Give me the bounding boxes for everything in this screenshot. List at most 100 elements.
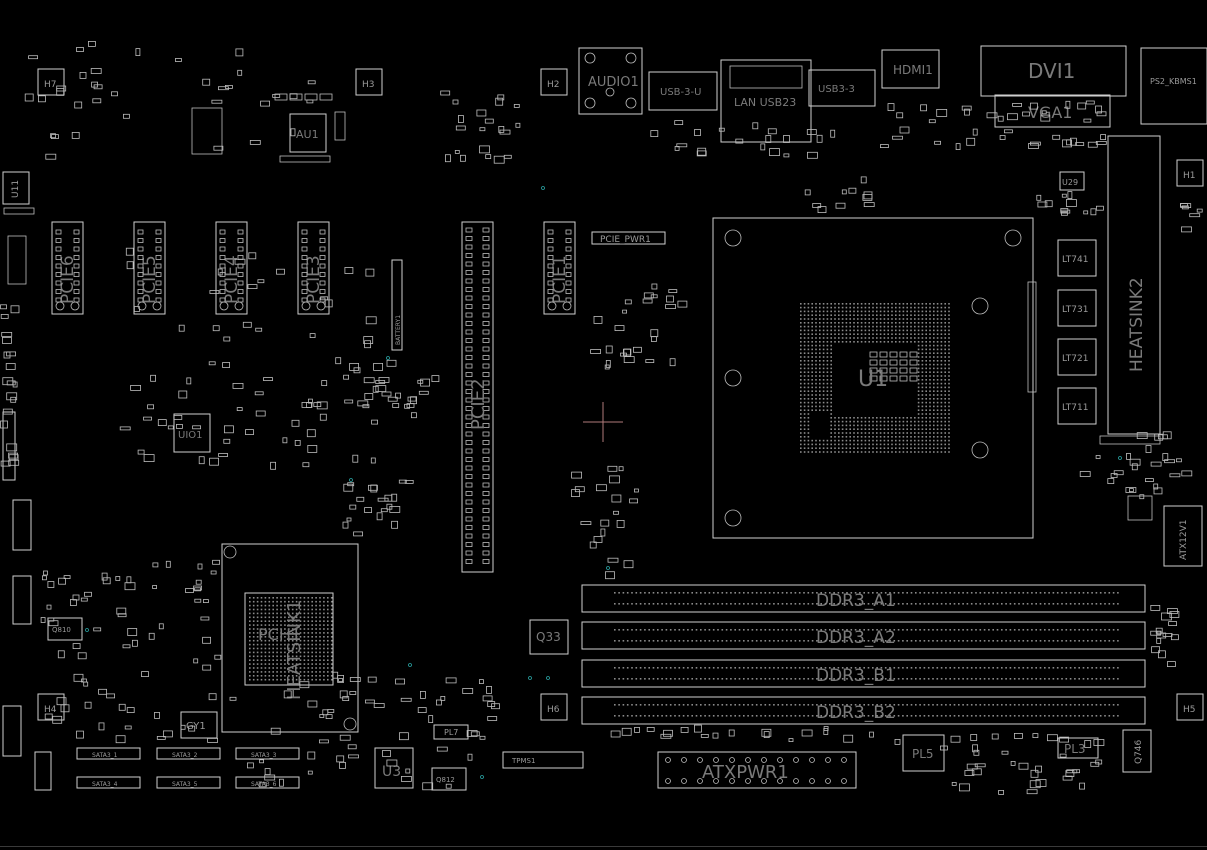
sata-2[interactable] [156,747,221,760]
cpu-pin [860,432,863,434]
pcie6-slot[interactable] [51,221,84,315]
ddr-pin [1001,715,1003,717]
usb-connector-2[interactable] [808,69,876,107]
sata-1[interactable] [76,747,141,760]
inductor-lt711[interactable] [1057,387,1097,425]
hole-h5[interactable] [1176,693,1204,721]
inductor-lt741[interactable] [1057,239,1097,277]
cpu-socket-outline[interactable] [712,217,1034,539]
chip-u11[interactable] [2,171,30,205]
header-left-2[interactable] [12,575,32,625]
chip-u29[interactable] [1059,171,1085,191]
ddr-pin [846,640,848,642]
ps2-connector[interactable] [1140,47,1207,125]
cpu-pin [819,337,821,339]
slot-pin [301,229,308,235]
smd-part [346,517,352,522]
pl7-outline[interactable] [433,724,469,740]
chip-au1[interactable] [289,113,327,153]
header-left-3[interactable] [2,705,22,757]
audio-jack-outline[interactable] [578,47,643,115]
smd-part [680,727,689,733]
cpu-pin [940,401,943,404]
ddr-pin [631,629,633,631]
chip-uio1[interactable] [173,413,211,453]
smd-part [1167,661,1176,667]
cpu-pin [921,424,924,427]
ddr-pin [635,715,638,717]
smd-part [669,358,676,367]
smd-part [327,709,335,713]
pcie2-pin [465,457,473,462]
sata-6[interactable] [235,776,300,789]
sata-5[interactable] [156,776,221,789]
ddr-pin [1013,667,1016,669]
ddr-pin [833,704,835,706]
ddr-pin [837,629,840,631]
q746-outline[interactable] [1122,729,1152,773]
pch-chip[interactable] [244,592,334,686]
ddr3-a2-slot[interactable] [581,621,1146,650]
dvi-connector[interactable] [980,45,1127,97]
pcie5-slot[interactable] [133,221,166,315]
pcie2-pin [465,236,473,241]
pcie3-slot[interactable] [297,221,330,315]
ddr-pin [988,678,990,680]
pl3-outline[interactable] [1057,737,1099,759]
ddr-pin [854,629,857,631]
vga-connector[interactable] [994,94,1111,128]
usb-connector-1[interactable] [648,71,718,111]
pcie2-slot[interactable] [461,221,494,573]
pch-ball [252,659,255,661]
hole-h3[interactable] [355,68,383,96]
ddr-pin [669,592,672,594]
hole-h7-top[interactable] [37,68,65,96]
smd-part [83,681,89,687]
heatsink2-outline[interactable] [1107,135,1161,435]
slot-pin [301,238,308,243]
hole-h1[interactable] [1176,159,1204,187]
ddr-pin [717,667,719,669]
pl5-outline[interactable] [902,734,945,772]
pch-ball [280,636,282,638]
pch-ball [315,667,317,669]
header-left-4[interactable] [34,751,52,791]
slot-pin [73,229,80,235]
pcie4-slot[interactable] [215,221,248,315]
inductor-lt721[interactable] [1057,338,1097,376]
sata-4[interactable] [76,776,141,789]
header-left-5[interactable] [2,411,16,481]
battery-holder[interactable] [391,259,403,351]
chip-u3[interactable] [374,747,414,789]
pch-ball [260,628,263,630]
tpm-header[interactable] [502,751,584,769]
sata-3[interactable] [235,747,300,760]
q33-outline[interactable] [529,619,569,655]
cpu-pin [925,314,927,316]
ddr-pin [1056,640,1059,642]
q810-outline[interactable] [47,617,83,641]
usb-2-label: USB3-3 [818,84,855,95]
ddr3-b1-slot[interactable] [581,659,1146,688]
cpu-pin [807,356,810,358]
header-left-1[interactable] [12,499,32,551]
ddr-pin [755,667,758,669]
hdmi-connector[interactable] [881,49,940,89]
inductor-lt731[interactable] [1057,289,1097,327]
atx12v-connector[interactable] [1163,505,1203,567]
heatsink1-outline[interactable] [221,543,359,733]
ddr3-b2-slot[interactable] [581,696,1146,725]
cpu-pin [925,329,927,332]
ddr3-a1-slot[interactable] [581,584,1146,613]
pcie-power-connector[interactable] [591,231,666,245]
svg-text:H6: H6 [547,705,560,715]
pch-ball [288,624,290,626]
ddr-pin [1013,704,1016,706]
q812-outline[interactable] [431,767,467,791]
hole-h6[interactable] [540,693,568,721]
pcie1-slot[interactable] [543,221,576,315]
atx-power-connector[interactable] [657,751,857,789]
cpu-pin [830,436,832,438]
hole-h4[interactable] [37,693,65,721]
hole-h2[interactable] [540,68,568,96]
